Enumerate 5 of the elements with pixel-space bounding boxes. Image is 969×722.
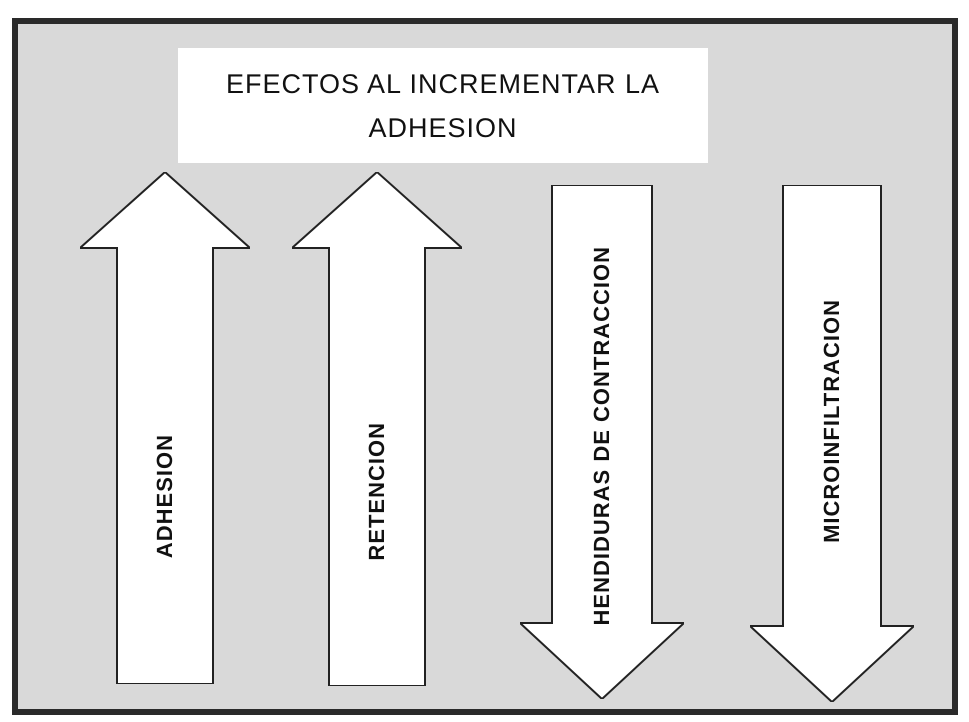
- arrow-label: ADHESION: [152, 434, 178, 558]
- arrow-label: RETENCION: [364, 422, 390, 560]
- arrow-label: HENDIDURAS DE CONTRACCION: [589, 246, 615, 626]
- title: EFECTOS AL INCREMENTAR LA ADHESION: [178, 48, 708, 163]
- arrow-label: MICROINFILTRACION: [819, 299, 845, 543]
